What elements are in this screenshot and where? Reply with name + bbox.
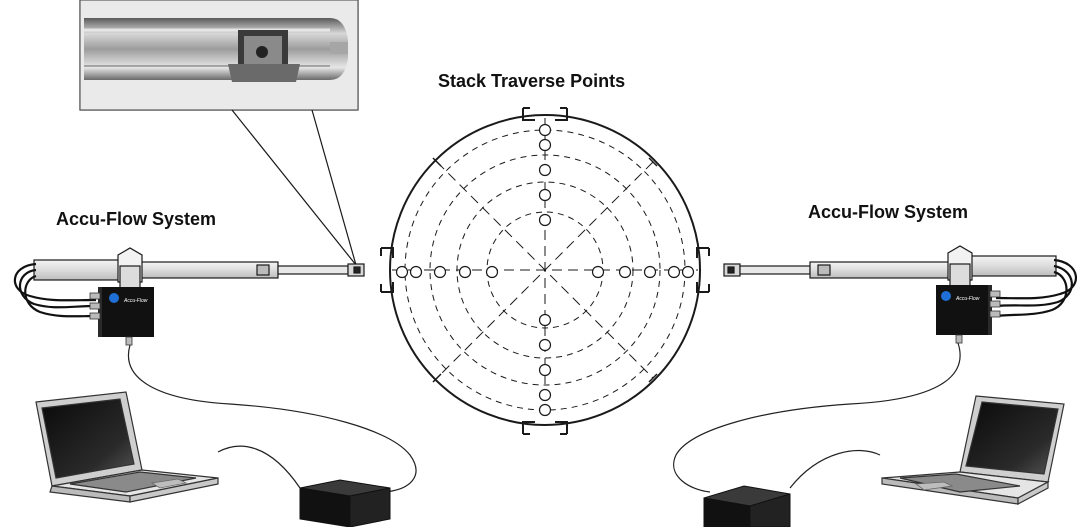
traverse-points xyxy=(395,123,695,417)
right-laptop-icon xyxy=(881,395,1065,505)
left-box-brand: Accu-Flow xyxy=(123,298,148,304)
left-probe xyxy=(33,247,365,289)
left-cable-to-supply xyxy=(127,344,417,493)
left-control-box xyxy=(89,287,154,346)
left-laptop-icon xyxy=(35,391,219,503)
left-power-supply-icon xyxy=(299,479,391,527)
right-control-box xyxy=(936,285,1001,344)
right-box-brand: Accu-Flow xyxy=(955,296,980,302)
right-probe xyxy=(723,245,1057,287)
probe-photo-inset xyxy=(79,0,359,266)
left-cables xyxy=(13,262,97,318)
right-cable-to-supply xyxy=(673,342,961,493)
right-power-supply-icon xyxy=(703,485,791,527)
right-cables xyxy=(995,258,1078,318)
stack-title: Stack Traverse Points xyxy=(438,71,626,91)
right-system-title: Accu-Flow System xyxy=(808,202,969,222)
stack-ports xyxy=(380,107,710,435)
left-system-title: Accu-Flow System xyxy=(56,209,217,229)
